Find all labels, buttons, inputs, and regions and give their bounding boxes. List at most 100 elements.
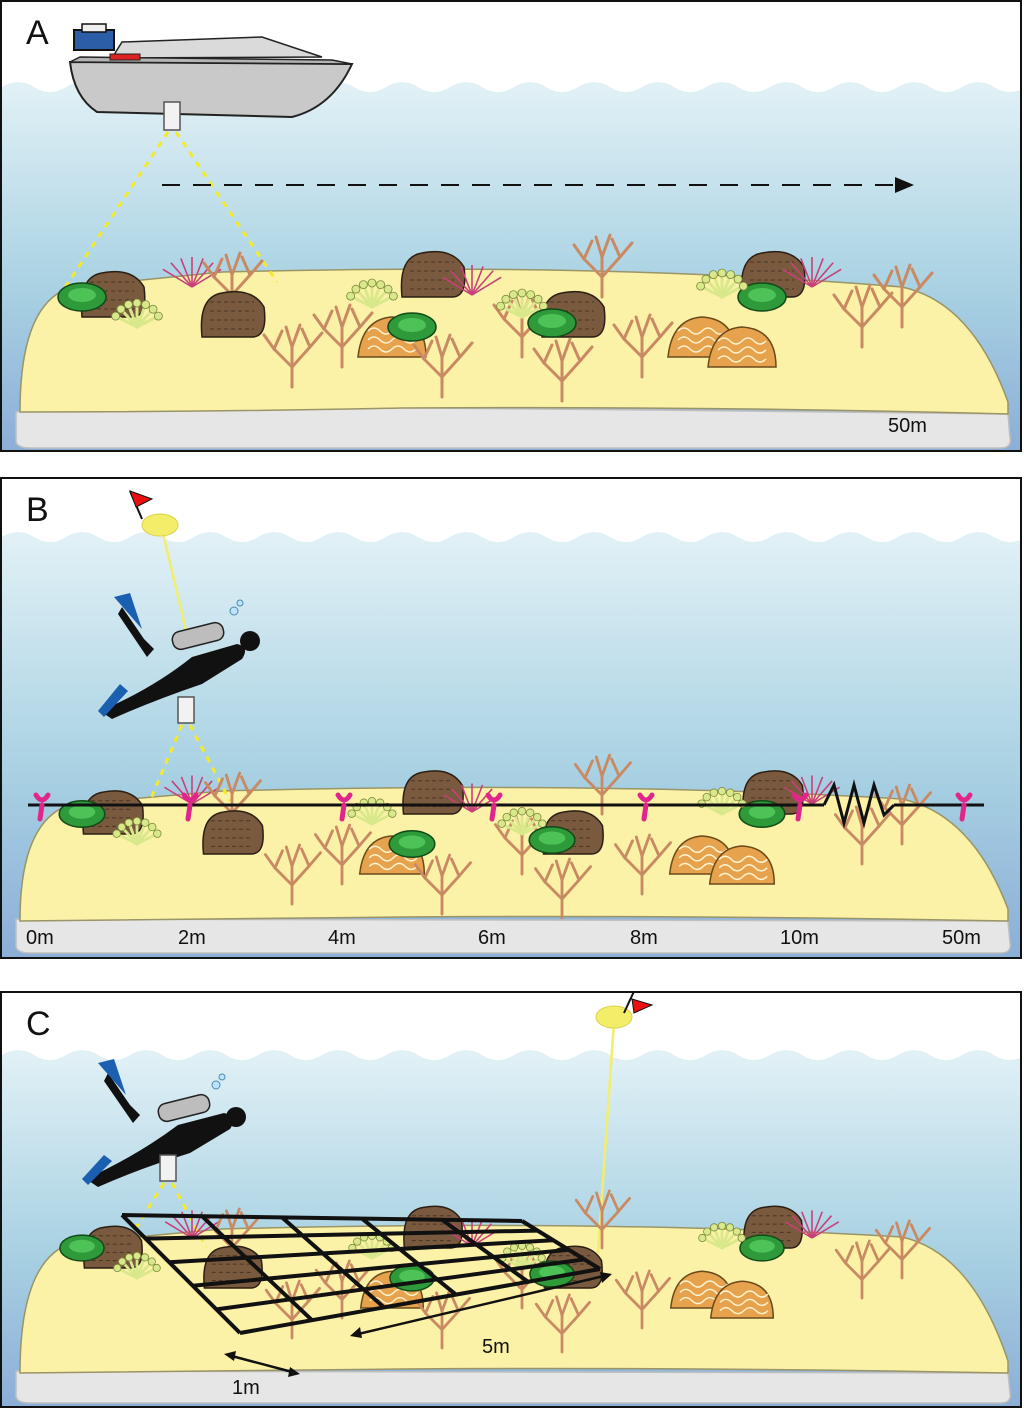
grid-line [121,1213,523,1223]
pale-coral [346,278,398,309]
green-coral [738,799,786,829]
green-coral [527,308,577,338]
branching-coral [262,323,324,389]
branching-coral [573,753,632,816]
transect-tape [28,779,984,829]
panel-label: C [26,1005,51,1043]
branching-coral [312,303,374,369]
camera-icon [177,696,195,724]
grid-line [360,1217,458,1297]
panel-c-scene [2,993,1020,1406]
panel-c: C 1m 5m [0,991,1022,1408]
coral-icon [57,233,934,403]
massive-coral [200,290,266,338]
green-coral [739,1234,785,1262]
green-coral [388,829,436,859]
pale-coral [497,807,547,836]
grid-line [216,1257,585,1312]
branching-coral [263,843,322,906]
green-coral [737,282,787,312]
panel-a: A 50m [0,0,1022,452]
grid-line [200,1214,314,1322]
panel-a-scene [2,2,1020,450]
dimension-label-1m: 1m [232,1377,260,1399]
grid-line [120,1213,242,1335]
branching-coral [313,823,372,886]
dimension-arrow-1m [224,1351,300,1377]
branching-coral [534,1293,591,1354]
branching-coral [413,853,472,916]
buoy-line [160,528,192,648]
distance-label-50: 50m [942,927,981,949]
camera-icon [163,101,181,131]
pale-coral [112,817,162,846]
pale-coral [496,288,548,319]
sea-fan [442,265,502,296]
flag-icon [129,490,154,520]
distance-label-0: 0m [26,927,54,949]
green-coral [57,282,107,312]
tape-marker [637,792,655,822]
tape-marker [33,792,51,822]
distance-label-2: 2m [178,927,206,949]
branching-coral [532,337,594,403]
branching-coral [572,233,634,299]
sea-fan [162,257,222,288]
camera-icon [159,1154,177,1182]
tape-marker [791,792,809,822]
boat-icon [68,23,354,119]
distance-label-6: 6m [478,927,506,949]
branching-coral [613,833,672,896]
diver-icon [82,1059,246,1187]
seafloor [15,918,1012,954]
panel-label: A [26,14,49,52]
distance-label-10: 10m [780,927,819,949]
brain-coral [709,1280,775,1319]
tape-marker [335,792,353,822]
branching-coral [412,333,474,399]
coral-icon [59,1189,931,1354]
coral-icon [58,753,932,920]
branching-coral [533,857,592,920]
tape-marker [955,792,973,822]
green-coral [59,1234,105,1262]
grid-line [440,1218,530,1284]
branching-coral [574,1189,631,1250]
distance-label-8: 8m [630,927,658,949]
brain-coral [707,326,777,368]
green-coral [58,799,106,829]
dimension-arrow-5m [350,1272,612,1338]
distance-label-4: 4m [328,927,356,949]
pale-coral [698,1221,746,1250]
panel-b: B 0m 2m 4m 6m 8m 10m 50m [0,477,1022,959]
camera-view-beam [60,131,279,293]
panel-label: B [26,491,49,529]
tape-marker [181,792,199,822]
grid-line [280,1215,386,1309]
flag-icon [623,993,654,1014]
branching-coral [872,263,934,329]
pale-coral [111,298,163,329]
branching-coral [873,783,932,846]
green-coral [528,825,576,855]
distance-label: 50m [888,415,927,437]
diver-icon [98,593,260,719]
panel-b-scene [2,479,1020,957]
green-coral [387,312,437,342]
sand [19,1224,1009,1374]
buoy-icon [595,1005,633,1029]
brain-coral [708,845,776,885]
massive-coral [400,250,466,298]
massive-coral [202,810,264,855]
grid-line [520,1219,602,1271]
pale-coral [697,787,747,816]
branching-coral [614,1269,671,1330]
dimension-label-5m: 5m [482,1336,510,1358]
branching-coral [833,803,892,866]
branching-coral [834,1239,891,1300]
grid-line [192,1247,569,1288]
grid-line [239,1267,601,1335]
sea-fan [782,257,842,288]
branching-coral [874,1219,931,1280]
massive-coral [402,770,464,815]
